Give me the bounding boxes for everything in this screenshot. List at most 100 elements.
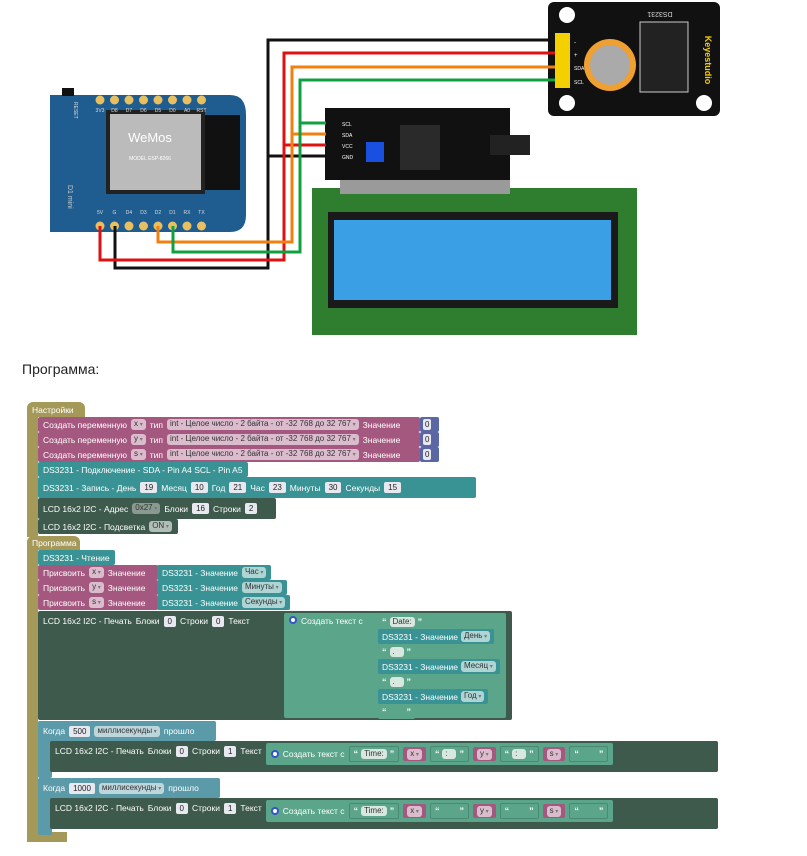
second-input[interactable]: 15 [384,482,402,493]
ds3231-connect-block[interactable]: DS3231 - Подключение - SDA - Pin A4 SCL … [38,462,248,477]
cols-input[interactable]: 16 [192,503,209,514]
unit-dropdown[interactable]: миллисекунды [94,725,160,737]
minute-input[interactable]: 30 [324,482,342,493]
type-dropdown[interactable]: int - Целое число - 2 байта - от -32 768… [166,419,359,430]
variable-dropdown[interactable]: s [546,748,562,760]
text-string-block[interactable]: “.” [378,644,415,659]
variable-dropdown[interactable]: y [89,582,104,593]
field-dropdown[interactable]: Год [460,691,485,702]
text-string-block[interactable]: “” [569,746,609,762]
value-input[interactable]: 0 [423,449,432,460]
type-dropdown[interactable]: int - Целое число - 2 байта - от -32 768… [166,434,359,445]
string-input[interactable]: . [389,676,404,687]
value-input[interactable]: 0 [423,419,432,430]
cols-input[interactable]: 0 [175,803,188,814]
unit-dropdown[interactable]: миллисекунды [98,782,165,794]
month-input[interactable]: 10 [190,482,208,493]
value-input[interactable]: 0 [423,434,432,445]
variable-dropdown[interactable]: x [131,419,146,430]
variable-block[interactable]: y [472,804,496,818]
variable-dropdown[interactable]: y [131,434,146,445]
gear-icon[interactable] [270,750,279,758]
variable-block[interactable]: x [403,747,426,761]
string-input[interactable]: Time: [361,806,387,816]
variable-dropdown[interactable]: s [89,597,104,608]
create-text-block[interactable]: Создать текст с “Time:”x“:”y“:”s“” [265,743,614,765]
day-input[interactable]: 19 [140,482,158,493]
string-input[interactable]: . [389,646,404,657]
string-input[interactable]: : [512,749,527,759]
rows-input[interactable]: 0 [211,616,225,627]
ds3231-read-block[interactable]: DS3231 - Чтение [38,550,115,565]
backlight-dropdown[interactable]: ON [149,521,172,532]
string-input[interactable]: : [442,749,457,759]
rows-input[interactable]: 1 [223,803,237,814]
text-string-block[interactable]: “” [429,803,469,819]
field-dropdown[interactable]: Секунды [241,597,286,608]
variable-dropdown[interactable]: x [407,748,422,760]
variable-dropdown[interactable]: x [89,567,104,578]
setup-hat[interactable]: Настройки [27,402,85,417]
text-string-block[interactable]: “Time:” [348,803,400,819]
rows-input[interactable]: 2 [244,503,258,514]
number-block[interactable]: 0 [420,417,439,432]
text-string-block[interactable]: “” [378,704,415,719]
gear-icon[interactable] [289,616,297,624]
variable-dropdown[interactable]: s [546,805,562,817]
create-text-block[interactable]: Создать текст с “Time:”x“”y“”s“” [265,800,614,822]
string-input[interactable]: Time: [361,749,387,759]
text-string-block[interactable]: “:” [499,746,539,762]
ms-input[interactable]: 1000 [69,782,95,794]
text-string-block[interactable]: “Time:” [348,746,400,762]
cols-input[interactable]: 0 [175,746,188,757]
field-dropdown[interactable]: Час [241,567,267,578]
variable-block[interactable]: y [472,747,496,761]
type-dropdown[interactable]: int - Целое число - 2 байта - от -32 768… [166,449,359,460]
field-dropdown[interactable]: День [460,631,491,642]
variable-dropdown[interactable]: y [476,805,492,817]
program-hat[interactable]: Программа [27,536,80,550]
text-string-block[interactable]: “Date:” [378,614,427,629]
cols-input[interactable]: 0 [163,616,176,627]
number-block[interactable]: 0 [420,447,439,462]
text-string-block[interactable]: “:” [429,746,469,762]
variable-dropdown[interactable]: y [476,748,492,760]
rows-input[interactable]: 1 [223,746,237,757]
string-input[interactable]: Date: [389,616,415,627]
hour-input[interactable]: 23 [268,482,286,493]
text-string-block[interactable]: “” [569,803,609,819]
variable-dropdown[interactable]: x [407,805,422,817]
text-string-block[interactable]: “” [499,803,539,819]
field-dropdown[interactable]: Минуты [241,582,282,593]
variable-block[interactable]: x [403,804,426,818]
year-input[interactable]: 21 [229,482,247,493]
text-string-block[interactable]: “.” [378,674,415,689]
gear-icon[interactable] [270,807,279,815]
number-block[interactable]: 0 [420,432,439,447]
ms-input[interactable]: 500 [69,725,91,737]
address-dropdown[interactable]: 0x27 [132,503,161,514]
field-dropdown[interactable]: Месяц [460,661,496,672]
variable-block[interactable]: s [542,804,566,818]
variable-block[interactable]: s [542,747,566,761]
variable-dropdown[interactable]: s [131,449,146,460]
